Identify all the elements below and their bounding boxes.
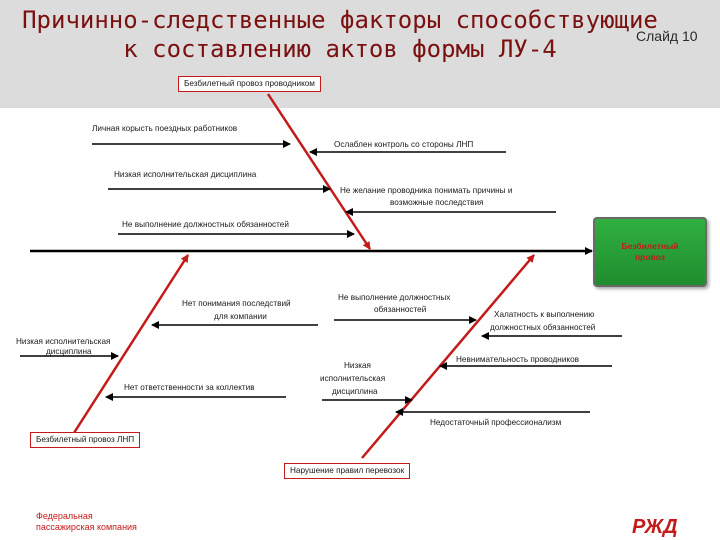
cause-label-negligence: Халатность к выполнению bbox=[494, 310, 595, 319]
rzd-logo-text: РЖД bbox=[632, 516, 678, 538]
bone-top bbox=[266, 93, 372, 250]
company-name: Федеральная пассажирская компания bbox=[36, 511, 137, 532]
slide-title: Причинно-следственные факторы способству… bbox=[0, 6, 680, 64]
slide-title-line-2: к составлению актов формы ЛУ-4 bbox=[123, 35, 557, 63]
slide-title-line-1: Причинно-следственные факторы способству… bbox=[22, 6, 658, 34]
cause-label-professionalism: Недостаточный профессионализм bbox=[430, 418, 562, 427]
cause-label-unwilling: Не желание проводника понимать причины и bbox=[340, 186, 513, 195]
cause-label-discipline-left: Низкая исполнительская bbox=[16, 337, 111, 346]
header-band bbox=[0, 0, 720, 108]
rzd-logo-icon: РЖД bbox=[632, 516, 678, 538]
cause-label-negligence-2: должностных обязанностей bbox=[490, 323, 596, 332]
rzd-logo: РЖД bbox=[630, 514, 692, 540]
category-box-rules: Нарушение правил перевозок bbox=[284, 463, 411, 479]
cause-label-discipline-top: Низкая исполнительская дисциплина bbox=[114, 170, 257, 179]
cause-label-duties-2: Не выполнение должностных bbox=[338, 293, 451, 302]
cause-label-discipline-mid: Низкая bbox=[344, 361, 371, 370]
cause-label-duties-2b: обязанностей bbox=[374, 305, 427, 314]
cause-label-no-understanding: Нет понимания последствий bbox=[182, 299, 291, 308]
cause-label-greed: Личная корысть поездных работников bbox=[92, 124, 238, 133]
bone-bottom-right bbox=[361, 254, 535, 459]
category-box-conductor: Безбилетный провоз проводником bbox=[178, 76, 321, 92]
cause-label-no-understanding-2: для компании bbox=[214, 312, 267, 321]
category-box-lnp: Безбилетный провоз ЛНП bbox=[30, 432, 141, 448]
cause-label-discipline-mid-2: исполнительская bbox=[320, 374, 386, 383]
cause-label-no-responsibility: Нет ответственности за коллектив bbox=[124, 383, 255, 392]
bone-bottom-left bbox=[70, 254, 190, 437]
cause-label-inattention: Невнимательность проводников bbox=[456, 355, 579, 364]
effect-box: Безбилетный провоз bbox=[593, 217, 707, 287]
cause-label-discipline-left-2: дисциплина bbox=[46, 347, 92, 356]
cause-label-duties: Не выполнение должностных обязанностей bbox=[122, 220, 289, 229]
cause-label-unwilling-2: возможные последствия bbox=[390, 198, 484, 207]
effect-label: Безбилетный провоз bbox=[621, 241, 679, 262]
cause-label-discipline-mid-3: дисциплина bbox=[332, 387, 378, 396]
cause-label-weak-control: Ослаблен контроль со стороны ЛНП bbox=[334, 140, 474, 149]
slide-number: Слайд 10 bbox=[636, 28, 698, 44]
